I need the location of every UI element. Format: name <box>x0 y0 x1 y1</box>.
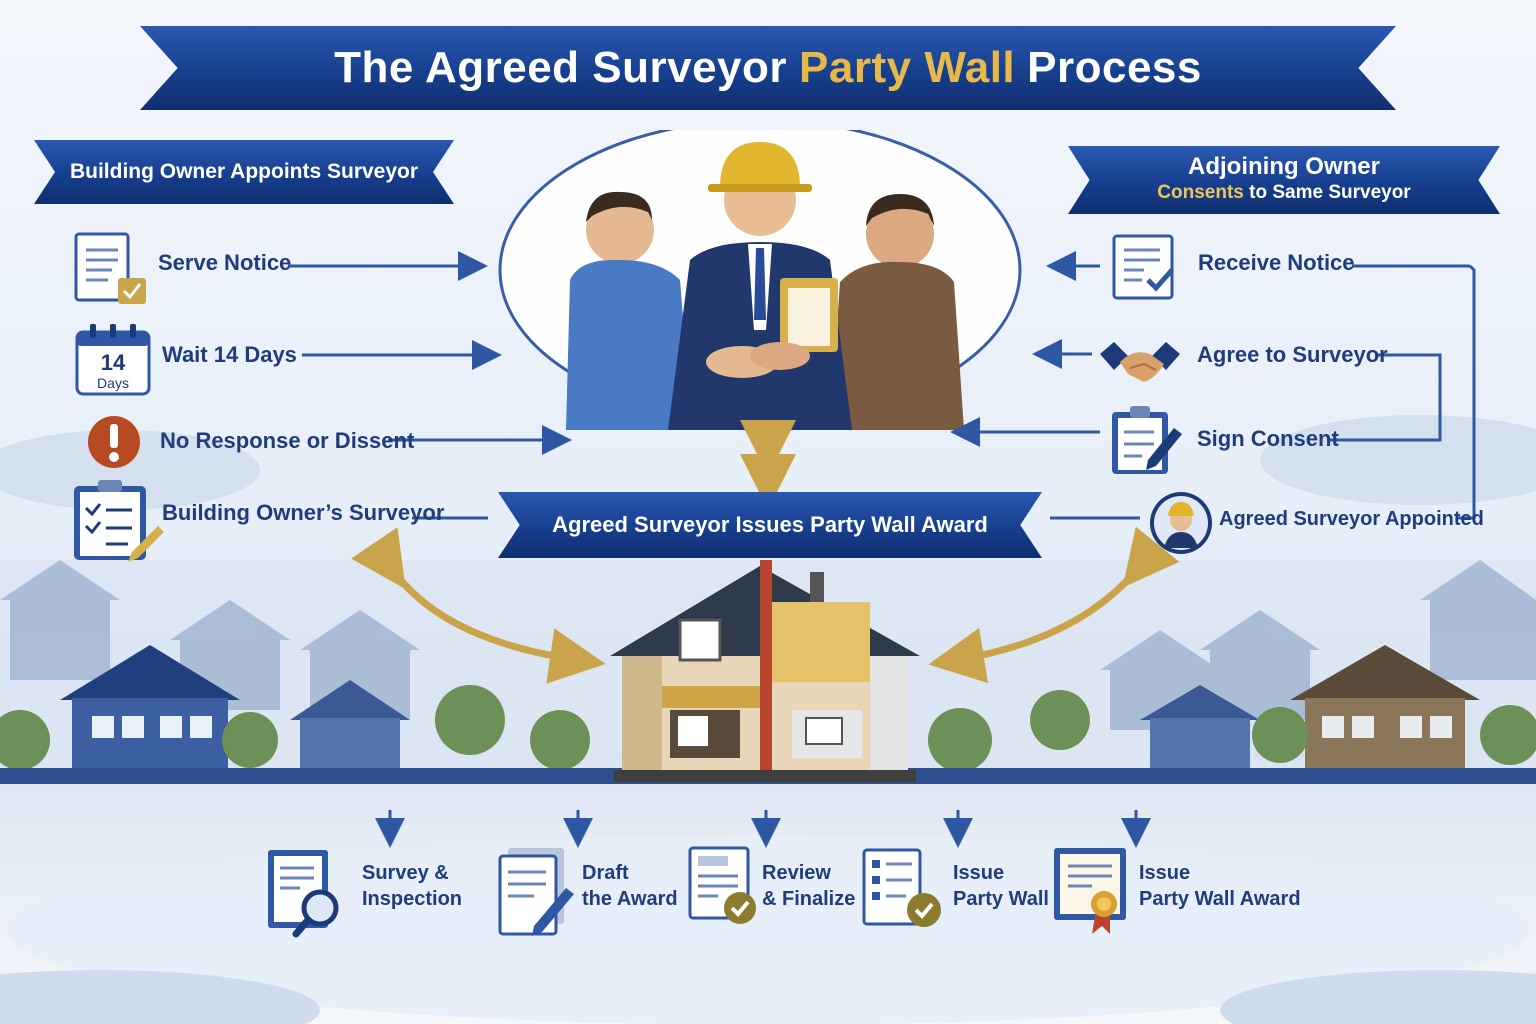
title-part3: Process <box>1027 43 1202 92</box>
right-banner-line2: Consents to Same Surveyor <box>1157 180 1410 206</box>
bottom-step-survey-line2: Inspection <box>362 888 463 910</box>
party-wall-house <box>610 560 920 782</box>
bottom-step-issue-award-line2: Party Wall Award <box>1139 888 1301 910</box>
calendar-icon: 14 Days <box>75 324 151 396</box>
right-banner-line1: Adjoining Owner <box>1188 153 1380 180</box>
document-check-icon <box>74 232 146 304</box>
left-step-no-response: No Response or Dissent <box>160 428 415 453</box>
bottom-step-review-line1: Review <box>762 862 831 884</box>
surveyor-figure <box>668 142 852 430</box>
document-magnifier-icon <box>268 850 339 938</box>
calendar-number: 14 <box>101 350 126 375</box>
bottom-step-issue: Issue Party Wall <box>953 860 1049 912</box>
bottom-step-review: Review & Finalize <box>762 860 855 912</box>
left-banner: Building Owner Appoints Surveyor <box>34 140 454 204</box>
right-banner-rest: to Same Surveyor <box>1249 182 1411 203</box>
right-step-appointed: Agreed Surveyor Appointed <box>1219 508 1484 530</box>
bottom-step-issue-award-line1: Issue <box>1139 862 1191 884</box>
bottom-step-issue-line1: Issue <box>953 862 1005 884</box>
clipboard-checklist-icon <box>74 480 164 562</box>
left-step-wait: Wait 14 Days <box>162 342 297 367</box>
exclamation-icon <box>88 416 140 468</box>
right-banner-highlight: Consents <box>1157 182 1244 203</box>
calendar-unit: Days <box>97 375 129 391</box>
right-step-agree: Agree to Surveyor <box>1197 342 1388 367</box>
clipboard-pen-icon <box>1112 406 1182 474</box>
title-banner: The Agreed Surveyor Party Wall Process <box>140 26 1396 110</box>
bottom-step-survey-line1: Survey & <box>362 862 449 884</box>
handshake-illustration <box>498 130 1022 430</box>
document-check-icon <box>1112 234 1174 300</box>
bottom-step-issue-award: Issue Party Wall Award <box>1139 860 1301 912</box>
bottom-step-issue-line2: Party Wall <box>953 888 1049 910</box>
award-banner-text: Agreed Surveyor Issues Party Wall Award <box>552 512 988 537</box>
right-banner: Adjoining Owner Consents to Same Surveyo… <box>1068 146 1500 214</box>
document-pen-icon <box>498 848 574 936</box>
checklist-check-icon <box>862 848 941 927</box>
certificate-ribbon-icon <box>1054 848 1126 934</box>
bottom-step-review-line2: & Finalize <box>762 888 856 910</box>
left-step-owners-surveyor: Building Owner’s Surveyor <box>162 500 445 525</box>
right-step-receive-notice: Receive Notice <box>1198 250 1355 275</box>
left-banner-text: Building Owner Appoints Surveyor <box>69 160 419 183</box>
handshake-icon <box>1100 342 1180 382</box>
document-check-icon <box>688 846 756 924</box>
right-step-sign: Sign Consent <box>1197 426 1339 451</box>
award-banner: Agreed Surveyor Issues Party Wall Award <box>498 492 1042 558</box>
surveyor-avatar-icon <box>1150 492 1212 554</box>
bottom-step-draft: Draft the Award <box>582 860 678 912</box>
building-owner-figure <box>566 191 692 430</box>
adjoining-owner-figure <box>830 194 964 430</box>
title-part2: Party Wall <box>799 43 1016 92</box>
left-step-serve-notice: Serve Notice <box>158 250 292 275</box>
bottom-step-draft-line1: Draft <box>582 862 629 884</box>
title-part1: The Agreed Surveyor <box>334 43 788 92</box>
bottom-step-draft-line2: the Award <box>582 888 678 910</box>
bottom-step-survey: Survey & Inspection <box>362 860 462 912</box>
